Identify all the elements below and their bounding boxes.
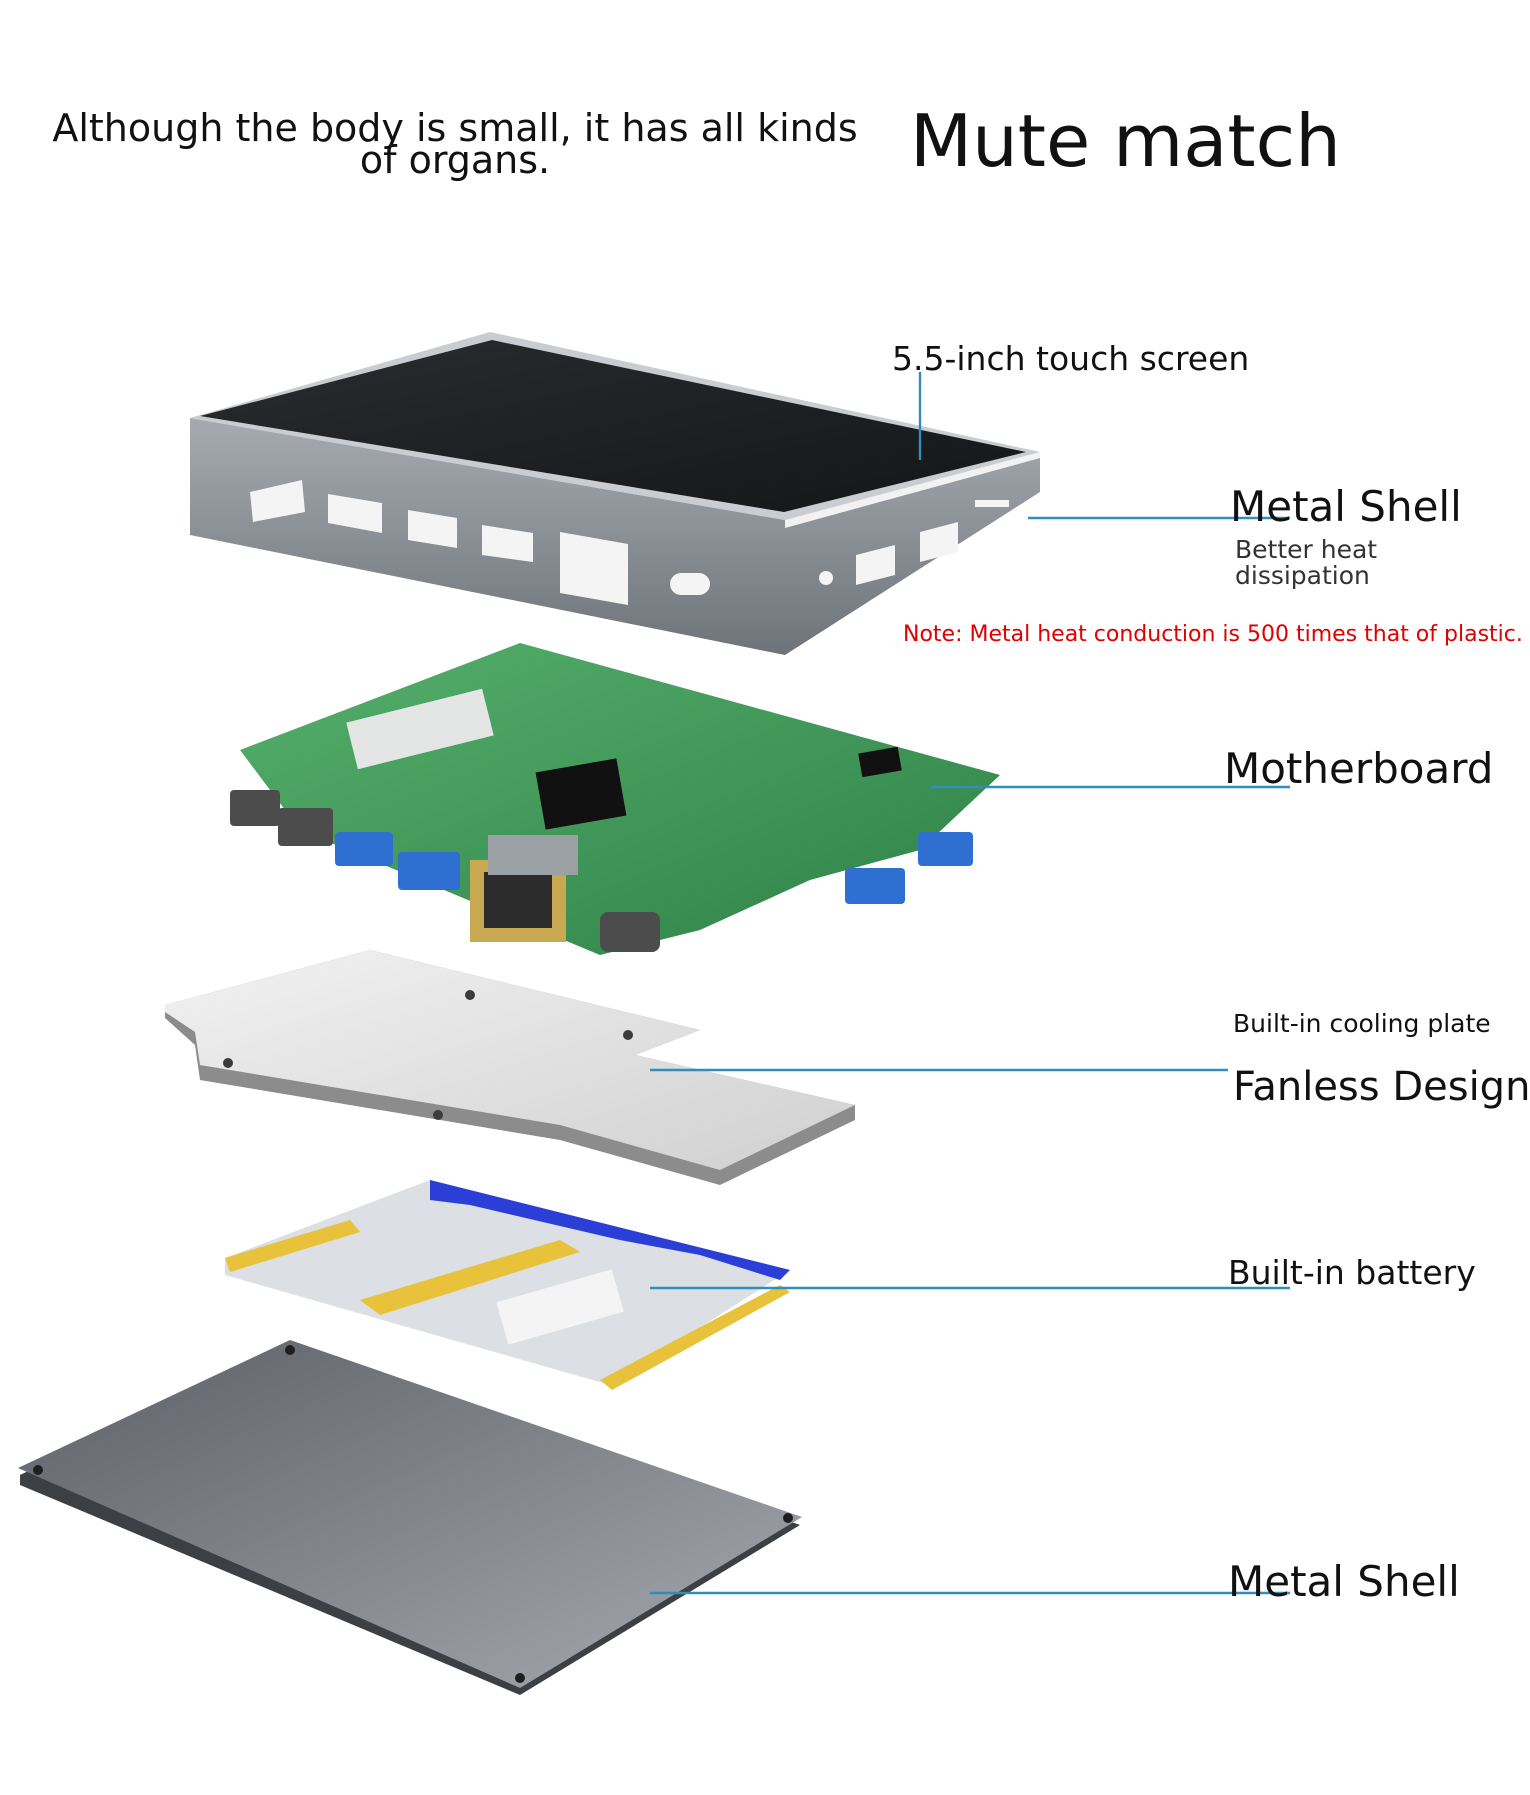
bottom-metal-shell	[18, 1340, 802, 1695]
leader-lines	[650, 372, 1290, 1595]
label-battery: Built-in battery	[1228, 1253, 1476, 1292]
cooling-plate	[165, 950, 855, 1185]
label-bottom-metal-shell: Metal Shell	[1228, 1557, 1460, 1606]
label-heat-dissipation: Better heat dissipation	[1235, 535, 1378, 590]
tagline: Although the body is small, it has all k…	[52, 106, 858, 182]
top-metal-shell	[190, 332, 1040, 655]
label-motherboard: Motherboard	[1224, 744, 1494, 793]
label-fanless-design: Fanless Design	[1233, 1064, 1530, 1110]
label-top-metal-shell: Metal Shell	[1230, 482, 1462, 531]
label-cooling-plate: Built-in cooling plate	[1233, 1009, 1491, 1038]
note-heat-conduction: Note: Metal heat conduction is 500 times…	[903, 622, 1523, 647]
touch-screen	[200, 340, 1026, 512]
page-title: Mute match	[910, 99, 1341, 183]
label-touch-screen: 5.5-inch touch screen	[892, 339, 1250, 378]
motherboard-board	[230, 643, 1000, 955]
battery-pack	[225, 1180, 790, 1390]
